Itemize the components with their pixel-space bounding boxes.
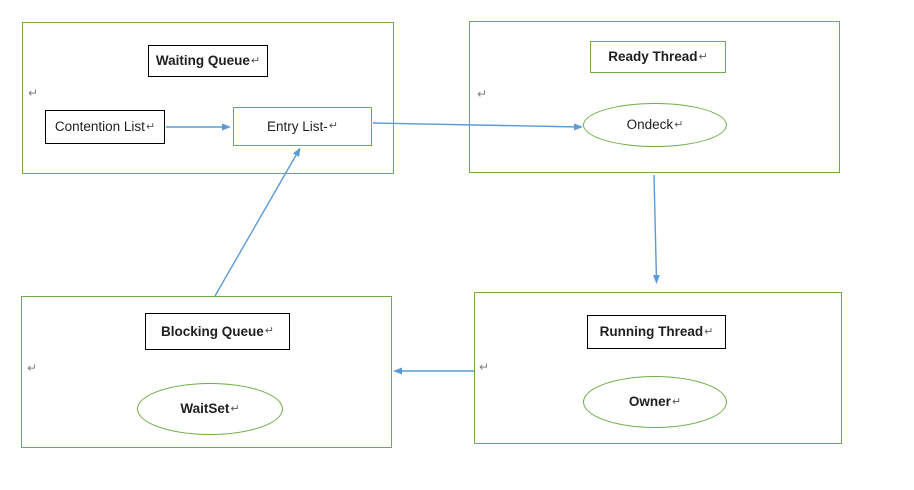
paragraph-mark: ↵ [671,395,682,408]
waiting-queue-title: Waiting Queue [155,53,250,69]
paragraph-mark: ↵ [674,118,684,131]
blocking-queue-container[interactable] [21,296,392,448]
entry-list-label: Entry List- [267,118,328,134]
waiting-queue-title-box[interactable]: Waiting Queue↵ [148,45,268,77]
paragraph-mark: ↵ [704,325,714,338]
ondeck-label: Ondeck [626,117,674,133]
paragraph-mark: ↵ [698,50,708,63]
owner-label: Owner [628,394,671,410]
contention-list-node[interactable]: Contention List↵ [45,110,165,144]
paragraph-mark: ↵ [328,120,338,132]
waiting-queue-container[interactable] [22,22,394,174]
entry-list-node[interactable]: Entry List-↵ [233,107,372,146]
running-thread-title-box[interactable]: Running Thread↵ [587,315,726,349]
ready-thread-title: Ready Thread [608,49,698,65]
blocking-queue-title: Blocking Queue [161,323,264,339]
ready-thread-container[interactable] [469,21,840,173]
paragraph-mark: ↵ [264,325,274,337]
ondeck-ellipse[interactable]: Ondeck↵ [583,103,727,147]
waitset-label: WaitSet [180,401,230,417]
paragraph-mark: ↵ [145,120,156,133]
arrow-ready-to-running[interactable] [652,174,660,284]
running-thread-title: Running Thread [599,324,704,340]
paragraph-mark: ↵ [477,87,488,101]
paragraph-mark: ↵ [479,360,490,374]
contention-list-label: Contention List [54,119,145,135]
waitset-ellipse[interactable]: WaitSet↵ [137,383,283,435]
owner-ellipse[interactable]: Owner↵ [583,376,727,428]
paragraph-mark: ↵ [28,86,39,100]
paragraph-mark: ↵ [250,54,261,67]
blocking-queue-title-box[interactable]: Blocking Queue↵ [145,313,290,350]
paragraph-mark: ↵ [27,361,38,375]
paragraph-mark: ↵ [230,402,240,415]
running-thread-container[interactable] [474,292,842,444]
ready-thread-title-box[interactable]: Ready Thread↵ [590,41,726,73]
